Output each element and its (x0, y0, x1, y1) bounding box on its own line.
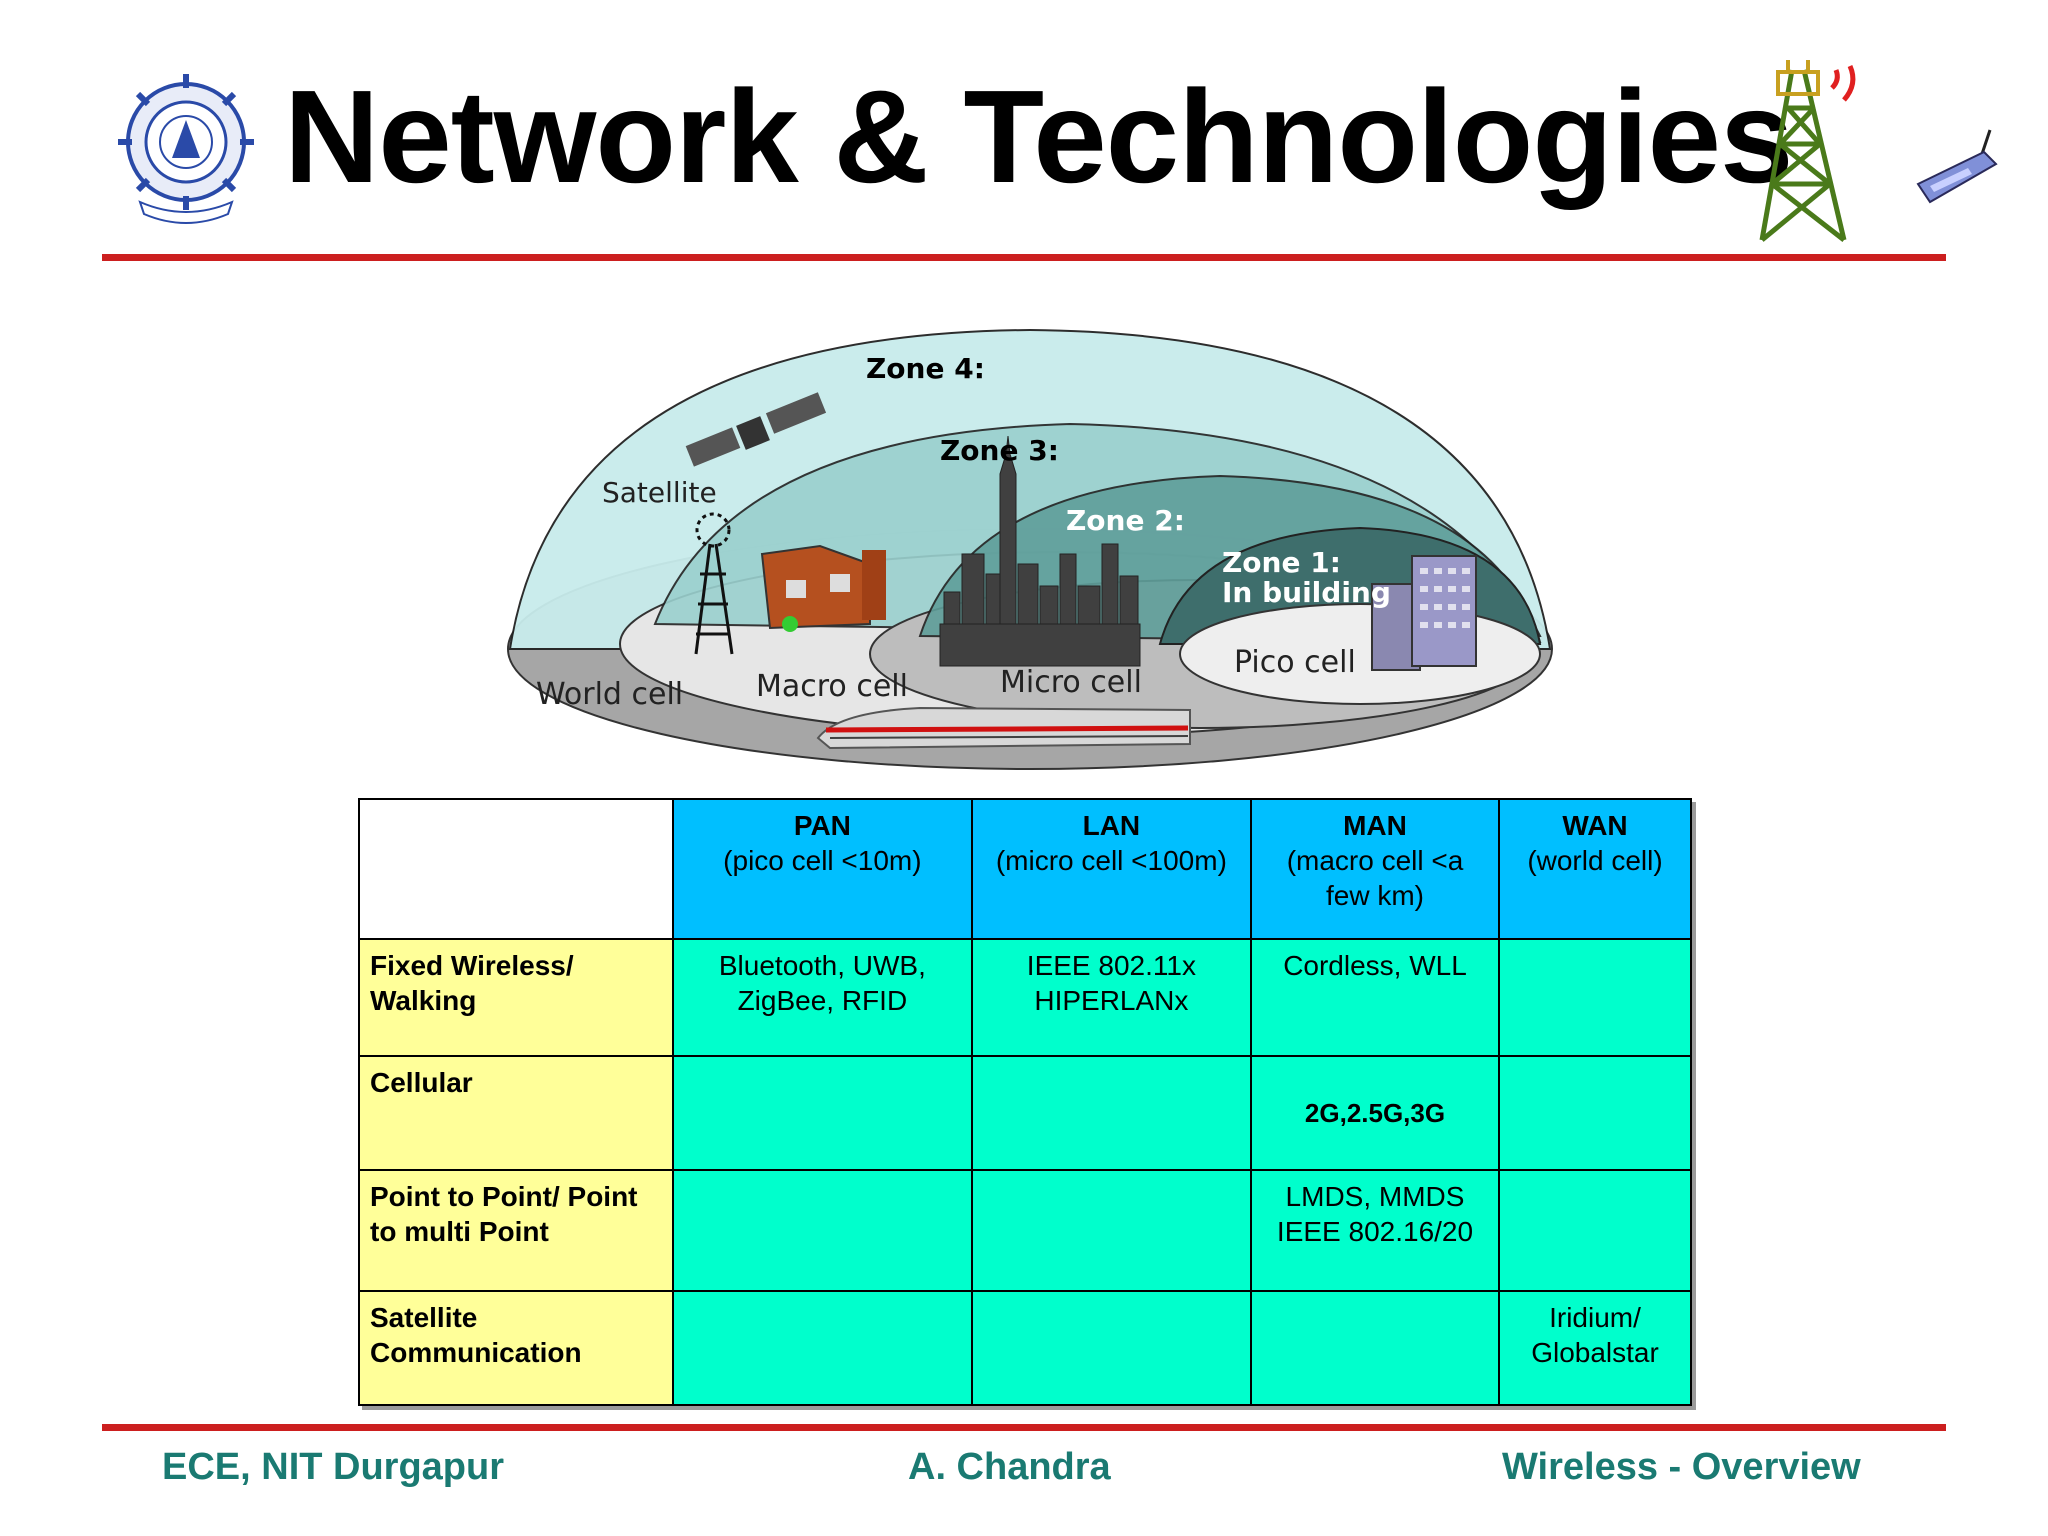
network-technology-table: PAN (pico cell <10m) LAN (micro cell <10… (358, 797, 1692, 1407)
cell-hierarchy-diagram: Zone 4: Zone 3: Zone 2: Zone 1: In build… (507, 328, 1553, 770)
table-cell: Cordless, WLL (1250, 938, 1500, 1057)
header-subtitle: (macro cell <a few km) (1286, 845, 1464, 911)
satellite-icon (685, 392, 827, 467)
zone3-label: Zone 3: (940, 434, 1059, 467)
zone1-sublabel: In building (1222, 576, 1391, 609)
table-cell: 2G,2.5G,3G (1250, 1054, 1500, 1172)
macro-cell-label: Macro cell (756, 669, 908, 704)
table-cell (1498, 1169, 1692, 1292)
row-label: Cellular (358, 1054, 674, 1172)
header-subtitle: (pico cell <10m) (723, 845, 922, 876)
header-lan: LAN (micro cell <100m) (970, 797, 1253, 941)
zone1-label: Zone 1: (1222, 546, 1341, 579)
row-label: Satellite Communication (358, 1289, 674, 1407)
table-cell: LMDS, MMDS IEEE 802.16/20 (1250, 1169, 1500, 1292)
table-cell (970, 1289, 1253, 1407)
table-cell: Bluetooth, UWB, ZigBee, RFID (672, 938, 973, 1057)
row-label: Point to Point/ Point to multi Point (358, 1169, 674, 1292)
table-cell (672, 1289, 973, 1407)
header-title: WAN (1562, 810, 1628, 841)
mobile-phone-icon (1916, 129, 1998, 204)
header-subtitle: (world cell) (1527, 845, 1663, 876)
header-man: MAN (macro cell <a few km) (1250, 797, 1500, 941)
table-cell: IEEE 802.11x HIPERLANx (970, 938, 1253, 1057)
table-cell (970, 1169, 1253, 1292)
page-title: Network & Technologies (284, 63, 1793, 210)
world-cell-label: World cell (536, 677, 683, 712)
table-cell (1498, 1054, 1692, 1172)
zone2-label: Zone 2: (1066, 504, 1185, 537)
footer-institution: ECE, NIT Durgapur (162, 1446, 505, 1488)
table-cell (1250, 1289, 1500, 1407)
header-title: LAN (1082, 810, 1141, 841)
train-icon (816, 706, 1191, 750)
table-cell (970, 1054, 1253, 1172)
row-label: Fixed Wireless/ Walking (358, 938, 674, 1057)
header-title: PAN (793, 810, 851, 841)
header-subtitle: (micro cell <100m) (995, 845, 1227, 876)
table-cell (672, 1169, 973, 1292)
header-title: MAN (1343, 810, 1407, 841)
footer-divider (102, 1424, 1946, 1431)
table-row: Point to Point/ Point to multi Point LMD… (358, 1169, 1692, 1292)
table-cell (1498, 938, 1692, 1057)
footer-author: A. Chandra (908, 1446, 1111, 1488)
header-wan: WAN (world cell) (1498, 797, 1692, 941)
satellite-label: Satellite (602, 476, 717, 509)
institute-logo (118, 74, 254, 224)
radio-tower-icon (1759, 60, 1856, 242)
table-header-row: PAN (pico cell <10m) LAN (micro cell <10… (358, 797, 1692, 941)
pico-cell-label: Pico cell (1234, 645, 1356, 680)
city-skyline-icon (939, 435, 1141, 667)
table-cell (672, 1054, 973, 1172)
table-row: Cellular 2G,2.5G,3G (358, 1054, 1692, 1172)
house-icon (760, 544, 886, 632)
footer-topic: Wireless - Overview (1502, 1446, 1861, 1488)
table-corner-cell (358, 797, 674, 941)
title-divider (102, 254, 1946, 261)
table-cell: Iridium/ Globalstar (1498, 1289, 1692, 1407)
office-building-icon (1371, 555, 1477, 671)
table-row: Satellite Communication Iridium/ Globals… (358, 1289, 1692, 1407)
zone4-label: Zone 4: (866, 352, 985, 385)
table-row: Fixed Wireless/ Walking Bluetooth, UWB, … (358, 938, 1692, 1057)
satellite-dish-tower-icon (694, 512, 734, 655)
header-pan: PAN (pico cell <10m) (672, 797, 973, 941)
micro-cell-label: Micro cell (1000, 665, 1142, 700)
